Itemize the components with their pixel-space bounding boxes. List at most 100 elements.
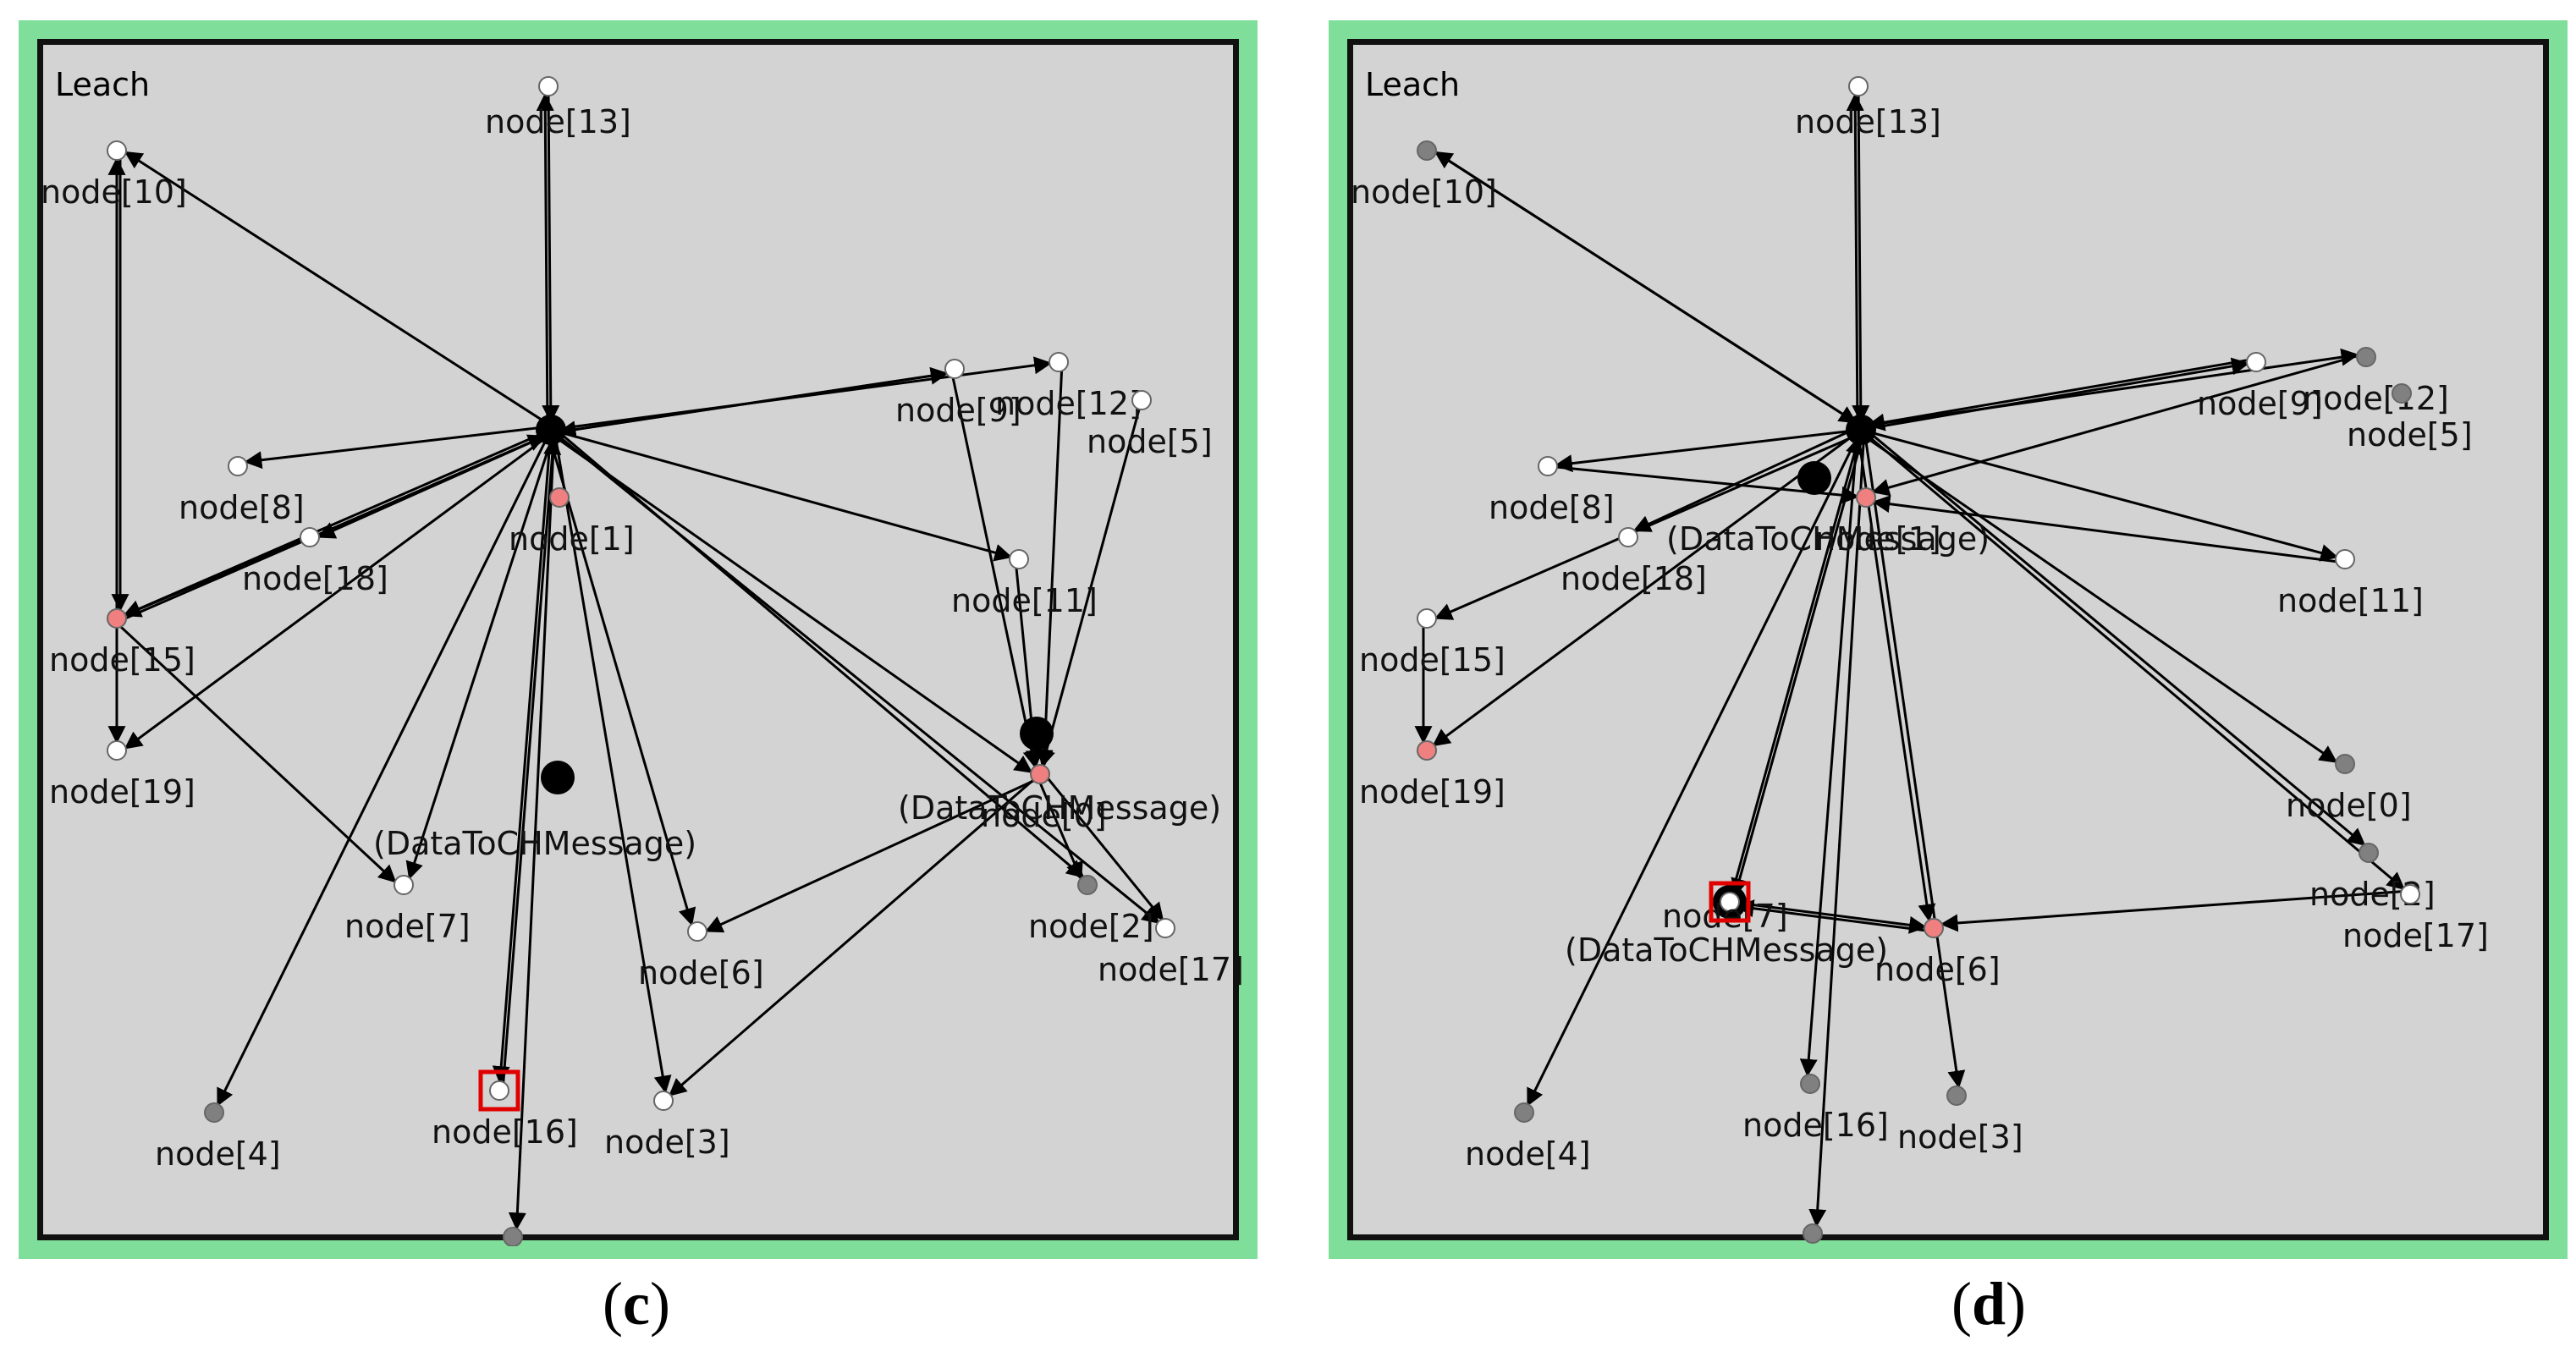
sensor-node[interactable]: node[2] (2309, 843, 2436, 913)
node-dot-icon (2335, 754, 2355, 774)
node-dot-icon (2335, 549, 2355, 569)
edge-arrow (704, 776, 1043, 933)
node-label: node[2] (1028, 908, 1154, 945)
edge-arrow (124, 431, 554, 750)
window-title-d: Leach (1365, 66, 1460, 103)
node-label: node[17] (1098, 951, 1244, 988)
sensor-node[interactable]: node[8] (1489, 456, 1615, 526)
node-label: node[6] (1874, 951, 2001, 988)
edge-arrow (1035, 774, 1083, 881)
node-label: node[13] (1795, 103, 1941, 140)
node-label: node[12] (995, 385, 1142, 422)
message-packet-icon (1797, 461, 1831, 495)
sensor-node[interactable]: node[2] (1028, 875, 1154, 945)
sensor-node[interactable]: node[7] (1662, 881, 1788, 935)
node-label: node[4] (155, 1135, 281, 1173)
edges-c (107, 85, 1164, 1231)
edge-arrow (1856, 430, 1936, 922)
edge-arrow (550, 428, 1013, 562)
edge-arrow (668, 772, 1041, 1096)
sensor-node[interactable]: node[5] (1087, 390, 1213, 460)
sensor-node[interactable]: node[18] (1560, 527, 1707, 597)
node-dot-icon (2246, 352, 2266, 372)
sensor-node[interactable]: node[9] (895, 359, 1021, 429)
edge-arrow (1860, 348, 2359, 428)
node-label: node[3] (604, 1124, 730, 1161)
simulation-canvas-d[interactable]: Leach node[13]node[10]node[9]node[12]nod… (1347, 39, 2549, 1244)
node-label: node[6] (638, 954, 764, 992)
node-dot-icon (687, 921, 707, 942)
edge-arrow (1736, 899, 1934, 933)
edges-d (1414, 85, 2410, 1228)
node-dot-icon (1131, 390, 1152, 410)
sensor-node[interactable]: node[18] (242, 527, 388, 597)
edge-arrow (1731, 430, 1866, 897)
edge-arrow (1860, 357, 2250, 431)
node-label: node[8] (1489, 489, 1615, 526)
sensor-node[interactable]: node[3] (604, 1091, 730, 1161)
sensor-node[interactable]: node[16] (1742, 1074, 1889, 1144)
node-dot-icon (1417, 740, 1437, 761)
simulation-canvas-c[interactable]: Leach node[13]node[10]node[9]node[12]nod… (37, 39, 1244, 1246)
sensor-node[interactable]: node[12] (995, 352, 1142, 422)
edge-arrow (508, 430, 556, 1231)
node-dot-icon (2400, 884, 2420, 904)
edge-arrow (1554, 428, 1862, 473)
sensor-node[interactable]: node[7] (344, 875, 471, 945)
sensor-node[interactable]: node[6] (638, 921, 764, 992)
sensor-node[interactable]: node[12] (2303, 347, 2449, 417)
sensor-node[interactable]: node[19] (49, 740, 195, 811)
panel-c: Leach node[13]node[10]node[9]node[12]nod… (19, 20, 1258, 1259)
sensor-node[interactable]: node[17] (1098, 918, 1244, 988)
sensor-node[interactable]: node[14] (1745, 1223, 1891, 1246)
edge-arrow (1428, 146, 1858, 424)
sensor-node[interactable]: node[4] (155, 1102, 281, 1173)
node-dot-icon (1856, 487, 1876, 508)
node-label: node[3] (1897, 1118, 2023, 1156)
sensor-node[interactable]: node[4] (1465, 1102, 1591, 1173)
sensor-node[interactable]: node[5] (2347, 383, 2473, 453)
sensor-node[interactable]: node[11] (2277, 549, 2424, 619)
message-label-c-1: (DataToCHMessage) (373, 825, 696, 862)
sensor-node[interactable]: node[10] (1353, 140, 1497, 211)
edge-arrow (117, 434, 547, 624)
sensor-node[interactable]: node[14] (445, 1227, 592, 1246)
node-dot-icon (1720, 892, 1740, 912)
node-label: node[16] (432, 1113, 578, 1151)
node-dot-icon (538, 76, 559, 96)
sensor-node[interactable]: node[10] (43, 140, 187, 211)
sensor-node[interactable]: node[15] (49, 608, 195, 679)
sensor-node[interactable]: node[0] (981, 764, 1107, 834)
node-label: node[4] (1465, 1135, 1591, 1173)
sensor-node[interactable]: node[1] (509, 487, 635, 558)
node-label: node[0] (981, 797, 1107, 834)
node-label: node[15] (49, 641, 195, 679)
sensor-node[interactable]: node[17] (2342, 884, 2489, 954)
selection-highlight-box (1709, 881, 1751, 923)
node-label: node[11] (951, 582, 1098, 619)
sensor-node[interactable]: node[15] (1359, 608, 1505, 679)
node-dot-icon (1618, 527, 1638, 547)
sensor-node[interactable]: node[6] (1874, 918, 2001, 988)
edge-arrow (1729, 900, 1928, 934)
sensor-node[interactable]: node[0] (2286, 754, 2412, 824)
node-dot-icon (1155, 918, 1175, 938)
sensor-node[interactable]: node[16] (432, 1069, 578, 1151)
sensor-node[interactable]: node[19] (1359, 740, 1505, 811)
edge-arrow (1728, 436, 1863, 903)
panel-d: Leach node[13]node[10]node[9]node[12]nod… (1329, 20, 2568, 1259)
sensor-node[interactable]: node[11] (951, 549, 1098, 619)
sensor-node[interactable]: node[13] (1795, 76, 1941, 140)
edge-arrow (124, 151, 553, 428)
node-label: node[18] (242, 560, 388, 597)
node-dot-icon (1538, 456, 1558, 476)
sensor-node[interactable]: node[3] (1897, 1085, 2023, 1156)
node-dot-icon (2392, 383, 2412, 404)
edge-arrow (1852, 85, 1870, 424)
node-dot-icon (2356, 347, 2376, 367)
sensor-node[interactable]: node[1] (1815, 487, 1941, 558)
sensor-node[interactable]: node[13] (485, 76, 631, 140)
sensor-node[interactable]: node[9] (2197, 352, 2323, 422)
edge-arrow (536, 92, 554, 431)
sensor-node[interactable]: node[8] (179, 456, 305, 526)
